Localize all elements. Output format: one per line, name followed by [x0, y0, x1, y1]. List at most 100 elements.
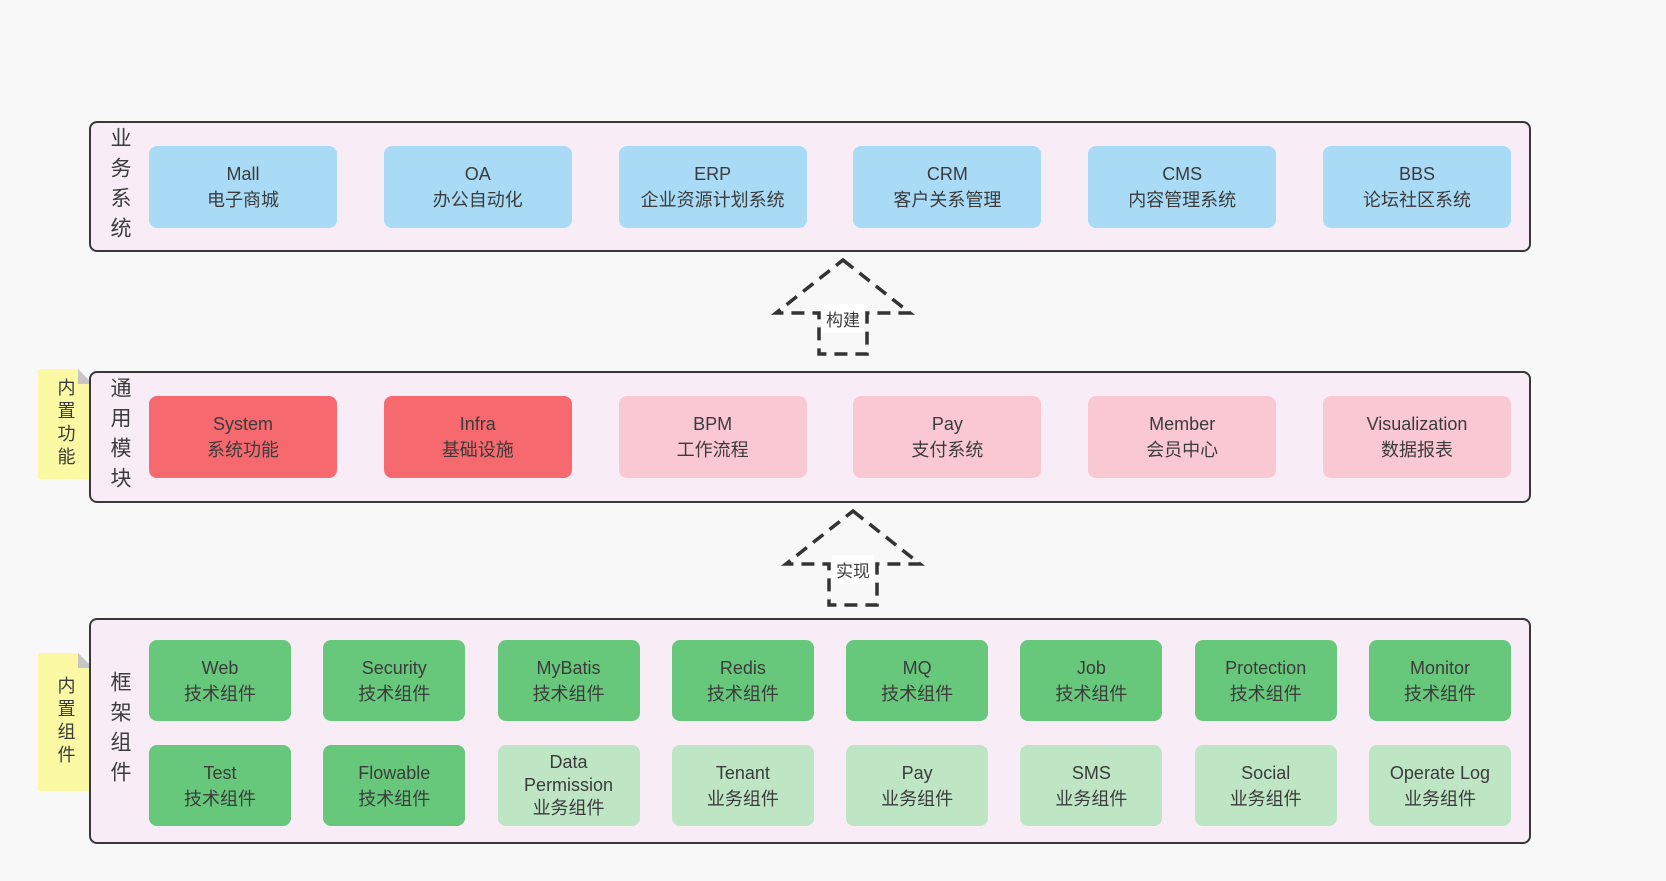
node-cms: CMS 内容管理系统: [1088, 145, 1277, 228]
common-modules-band: 通用模块 System 系统功能 Infra 基础设施 BPM 工作流程 Pay…: [89, 371, 1531, 503]
node-social: Social 业务组件: [1194, 745, 1337, 826]
node-mq: MQ 技术组件: [846, 640, 989, 721]
node-subtitle: 办公自动化: [432, 189, 523, 210]
node-title: Pay: [931, 414, 963, 434]
node-system: System 系统功能: [149, 396, 337, 478]
node-subtitle: 内容管理系统: [1128, 189, 1237, 210]
node-subtitle: 业务组件: [1229, 788, 1302, 809]
node-title: Flowable: [358, 762, 431, 783]
node-subtitle: 技术组件: [184, 788, 256, 809]
node-title: Redis: [719, 657, 766, 678]
node-pay-component: Pay 业务组件: [846, 745, 989, 826]
node-flowable: Flowable 技术组件: [323, 745, 466, 826]
node-title: CRM: [926, 163, 968, 184]
node-subtitle: 系统功能: [207, 440, 279, 460]
node-subtitle: 业务组件: [1403, 788, 1476, 809]
node-subtitle: 业务组件: [881, 788, 954, 809]
node-tenant: Tenant 业务组件: [671, 745, 814, 826]
node-title: MyBatis: [536, 657, 601, 678]
node-subtitle: 企业资源计划系统: [640, 189, 785, 210]
node-title: MQ: [902, 657, 932, 678]
node-title: Web: [201, 657, 239, 678]
build-arrow: 构建: [758, 257, 928, 357]
node-subtitle: 技术组件: [184, 683, 256, 704]
node-subtitle: 技术组件: [358, 683, 431, 704]
node-title: Protection: [1225, 657, 1307, 678]
node-subtitle: 会员中心: [1146, 440, 1219, 460]
sticky-note-label: 内置功能: [55, 378, 76, 470]
sticky-note-builtin-features: 内置功能: [38, 369, 93, 479]
node-subtitle: 工作流程: [676, 440, 749, 460]
business-systems-band: 业务系统 Mall 电子商城 OA 办公自动化 ERP 企业资源计划系统 CRM…: [89, 121, 1531, 252]
node-bbs: BBS 论坛社区系统: [1322, 145, 1511, 228]
common-modules-row: System 系统功能 Infra 基础设施 BPM 工作流程 Pay 支付系统…: [149, 396, 1511, 478]
band-label-common-modules: 通用模块: [108, 377, 131, 497]
node-mall: Mall 电子商城: [149, 145, 337, 228]
framework-components-band: 框架组件 Web 技术组件 Security 技术组件 MyBatis 技术组件…: [89, 618, 1531, 844]
node-title: Social: [1241, 762, 1291, 783]
node-title: Data Permission: [524, 752, 614, 795]
node-bpm: BPM 工作流程: [618, 396, 807, 478]
node-subtitle: 业务组件: [706, 788, 779, 809]
node-title: Job: [1076, 657, 1106, 678]
framework-components-row-2: Test 技术组件 Flowable 技术组件 Data Permission …: [149, 745, 1511, 826]
node-security: Security 技术组件: [323, 640, 466, 721]
build-arrow-label: 构建: [822, 304, 864, 333]
node-test: Test 技术组件: [149, 745, 291, 826]
node-subtitle: 技术组件: [706, 683, 779, 704]
band-label-business-systems: 业务系统: [108, 126, 131, 247]
node-title: SMS: [1071, 762, 1111, 783]
node-subtitle: 技术组件: [358, 788, 431, 809]
node-crm: CRM 客户关系管理: [853, 145, 1042, 228]
node-erp: ERP 企业资源计划系统: [618, 145, 807, 228]
sticky-note-builtin-components: 内置组件: [38, 653, 93, 791]
node-subtitle: 支付系统: [911, 440, 984, 460]
node-infra: Infra 基础设施: [383, 396, 572, 478]
framework-components-row-1: Web 技术组件 Security 技术组件 MyBatis 技术组件 Redi…: [149, 640, 1511, 721]
node-title: Pay: [901, 762, 933, 783]
node-title: Mall: [226, 163, 260, 184]
node-data-permission: Data Permission 业务组件: [497, 745, 640, 826]
node-subtitle: 电子商城: [207, 189, 279, 210]
node-monitor: Monitor 技术组件: [1368, 640, 1511, 721]
node-member: Member 会员中心: [1088, 396, 1277, 478]
node-title: Security: [361, 657, 427, 678]
node-title: System: [212, 414, 273, 434]
node-title: Tenant: [715, 762, 770, 783]
node-title: Monitor: [1409, 657, 1470, 678]
node-title: OA: [464, 163, 491, 184]
node-job: Job 技术组件: [1020, 640, 1163, 721]
node-title: ERP: [694, 163, 732, 184]
node-subtitle: 业务组件: [1055, 788, 1128, 809]
node-subtitle: 技术组件: [1229, 683, 1302, 704]
node-mybatis: MyBatis 技术组件: [497, 640, 640, 721]
node-web: Web 技术组件: [149, 640, 291, 721]
node-subtitle: 技术组件: [881, 683, 954, 704]
node-title: Test: [203, 762, 237, 783]
implement-arrow: 实现: [768, 508, 938, 608]
node-title: Visualization: [1366, 414, 1468, 434]
node-subtitle: 技术组件: [532, 683, 605, 704]
node-subtitle: 技术组件: [1403, 683, 1476, 704]
node-title: Operate Log: [1389, 762, 1490, 783]
node-subtitle: 技术组件: [1055, 683, 1128, 704]
node-visualization: Visualization 数据报表: [1322, 396, 1511, 478]
node-title: CMS: [1162, 163, 1203, 184]
node-oa: OA 办公自动化: [383, 145, 572, 228]
band-label-framework-components: 框架组件: [108, 671, 131, 791]
node-operate-log: Operate Log 业务组件: [1368, 745, 1511, 826]
node-title: BBS: [1398, 163, 1435, 184]
node-subtitle: 业务组件: [532, 798, 605, 818]
sticky-note-label: 内置组件: [55, 676, 76, 768]
node-title: Member: [1149, 414, 1216, 434]
node-subtitle: 客户关系管理: [893, 189, 1002, 210]
node-subtitle: 基础设施: [441, 440, 514, 460]
node-subtitle: 数据报表: [1380, 440, 1453, 460]
business-systems-row: Mall 电子商城 OA 办公自动化 ERP 企业资源计划系统 CRM 客户关系…: [149, 145, 1511, 228]
node-subtitle: 论坛社区系统: [1362, 189, 1471, 210]
node-title: BPM: [693, 414, 733, 434]
node-title: Infra: [459, 414, 496, 434]
node-redis: Redis 技术组件: [671, 640, 814, 721]
node-sms: SMS 业务组件: [1020, 745, 1163, 826]
